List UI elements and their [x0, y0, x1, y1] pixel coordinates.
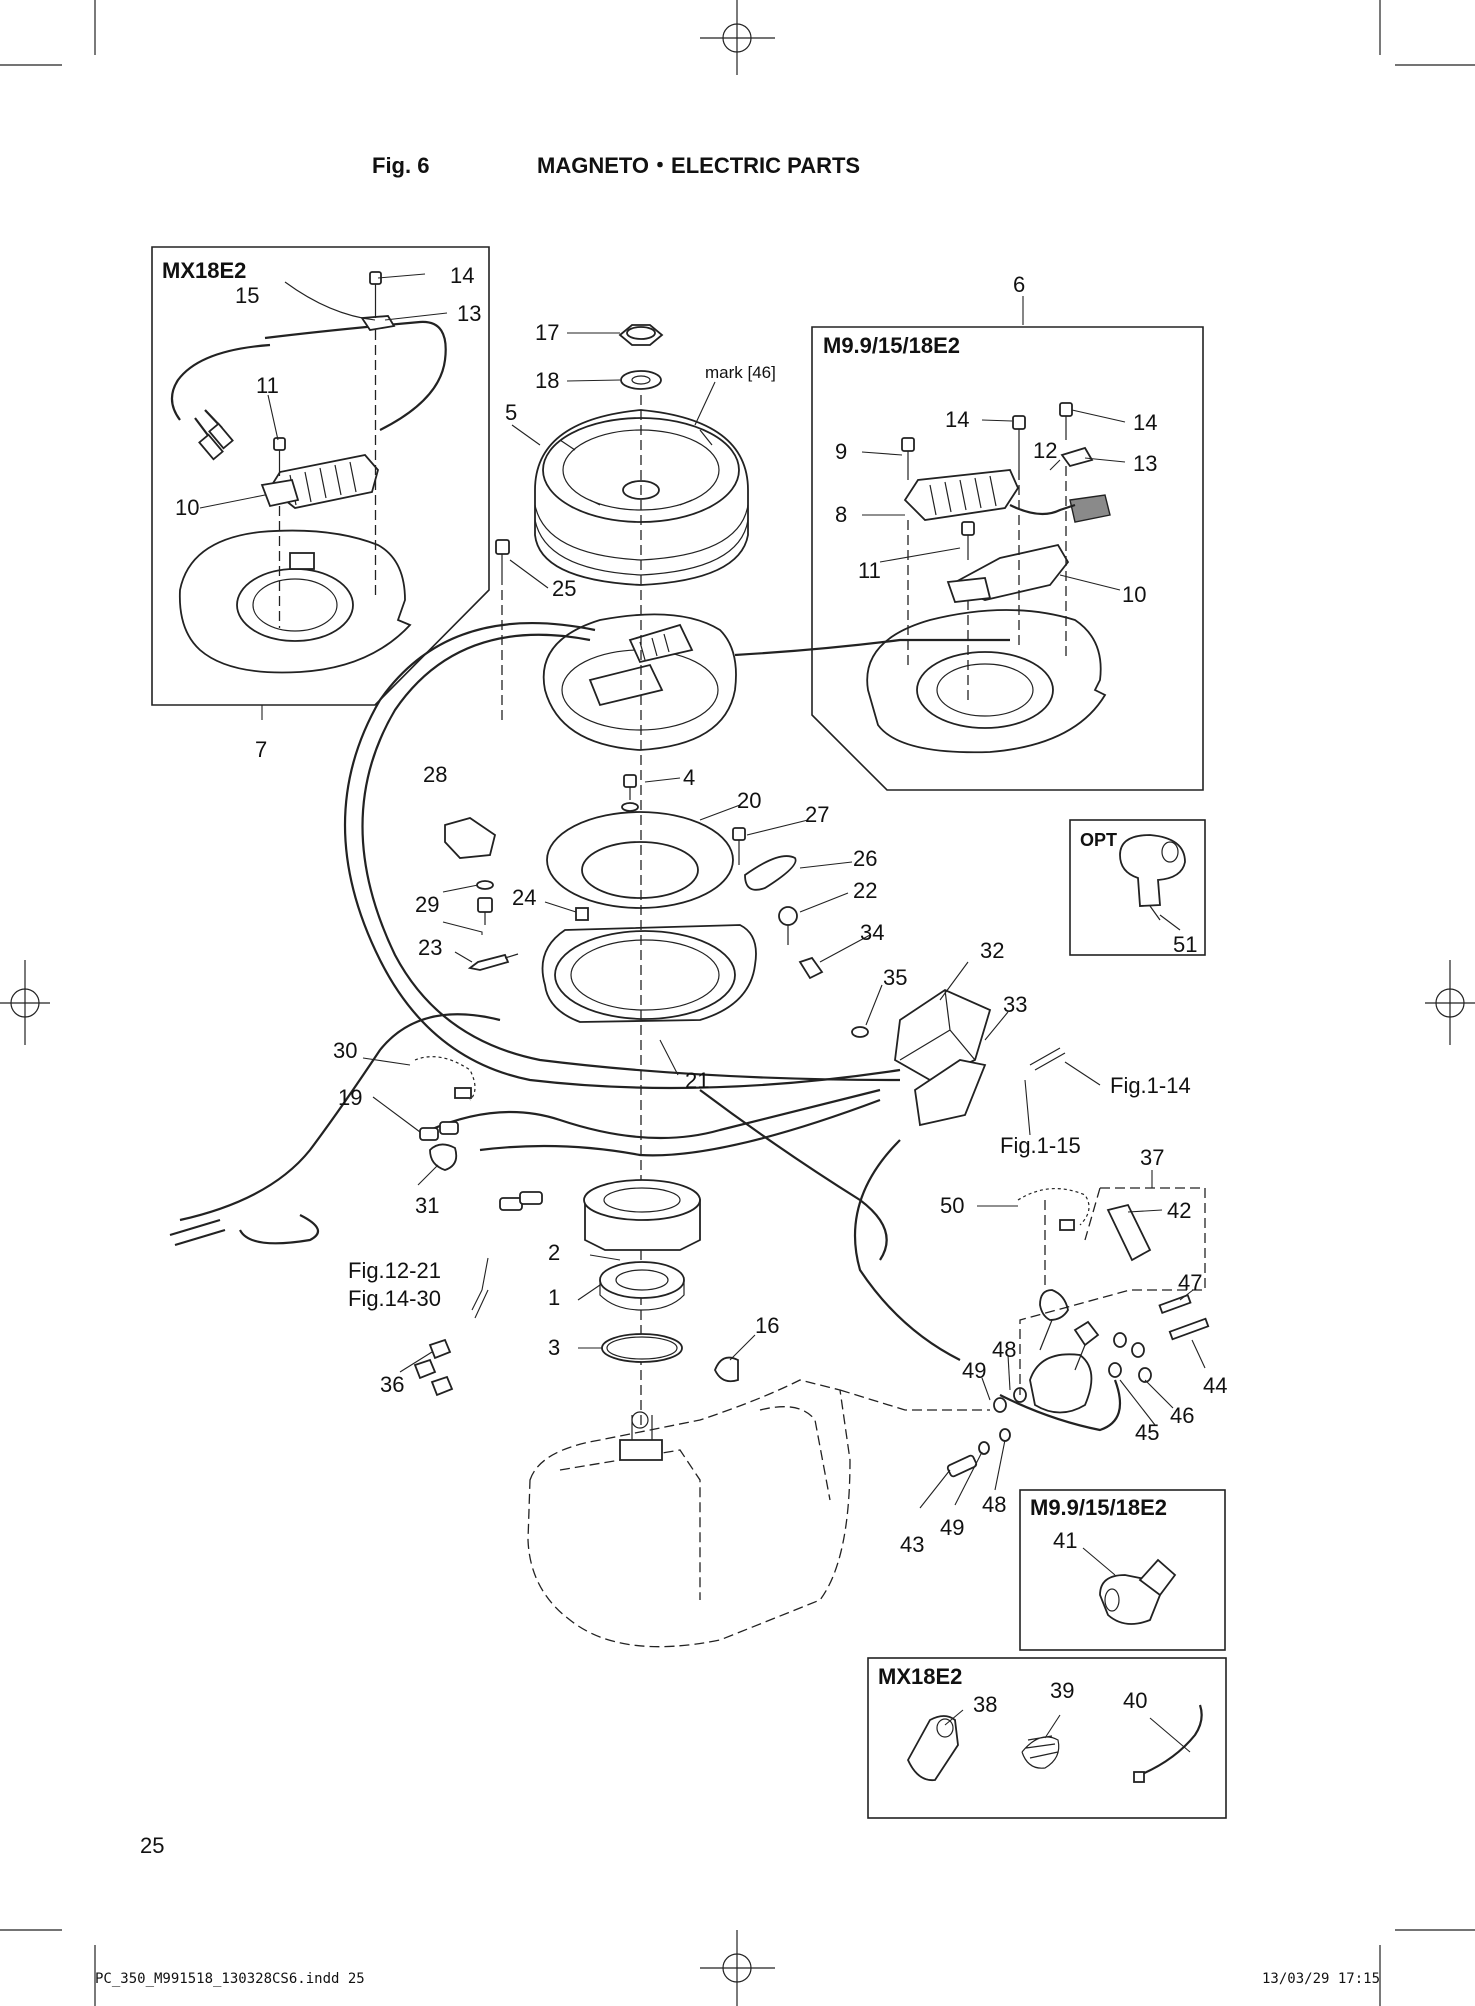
inset-mx18e2-top: MX18E2: [151, 246, 490, 706]
page-title: MAGNETO・ELECTRIC PARTS: [537, 153, 860, 178]
inset-title-opt: OPT: [1080, 830, 1117, 850]
callout-10-m9: 10: [1122, 582, 1146, 607]
inset-mx18e2-bottom: MX18E2: [867, 1657, 1227, 1819]
callout-13-mx18e2: 13: [457, 301, 481, 326]
inset-m9-bottom: M9.9/15/18E2: [1019, 1489, 1226, 1651]
callout-23: 23: [418, 935, 442, 960]
lower-assembly: [527, 1179, 1210, 1648]
inset-m9-top: M9.9/15/18E2: [811, 326, 1204, 791]
callout-7: 7: [255, 737, 267, 762]
callout-11-m9: 11: [858, 558, 881, 583]
wiring: [169, 622, 1122, 1432]
ref-fig-1-14: Fig.1-14: [1110, 1073, 1191, 1098]
footer-timestamp: 13/03/29 17:15: [1262, 1971, 1380, 1987]
callout-43: 43: [900, 1532, 924, 1557]
callout-44: 44: [1203, 1373, 1227, 1398]
callout-12: 12: [1033, 438, 1057, 463]
callout-37: 37: [1140, 1145, 1164, 1170]
callout-46: 46: [1170, 1403, 1194, 1428]
ref-fig-1-15: Fig.1-15: [1000, 1133, 1081, 1158]
callout-4: 4: [683, 765, 695, 790]
callouts: 1 2 3 4 5 6 7 8 9 10 10 11 11 12 13 13 1…: [175, 263, 1227, 1717]
footer-file-name: PC_350_M991518_130328CS6.indd 25: [95, 1971, 365, 1987]
callout-51: 51: [1173, 932, 1197, 957]
callout-42: 42: [1167, 1198, 1191, 1223]
callout-14-m9-left: 14: [945, 407, 969, 432]
callout-11-mx18e2: 11: [256, 373, 279, 398]
callout-5: 5: [505, 400, 517, 425]
callout-18: 18: [535, 368, 559, 393]
page-number: 25: [140, 1833, 164, 1858]
registration-target-top: [700, 0, 775, 75]
callout-41: 41: [1053, 1528, 1077, 1553]
callout-39: 39: [1050, 1678, 1074, 1703]
callout-16: 16: [755, 1313, 779, 1338]
figure-label: Fig. 6: [372, 153, 429, 178]
callout-33: 33: [1003, 992, 1027, 1017]
registration-target-bottom: [700, 1930, 775, 2006]
callout-8: 8: [835, 502, 847, 527]
callout-28: 28: [423, 762, 447, 787]
callout-32: 32: [980, 938, 1004, 963]
callout-49-upper: 49: [962, 1358, 986, 1383]
inset-title-m9-top: M9.9/15/18E2: [823, 333, 960, 358]
inset-title-mx18e2-bottom: MX18E2: [878, 1664, 962, 1689]
callout-38: 38: [973, 1692, 997, 1717]
callout-36: 36: [380, 1372, 404, 1397]
leader-lines: [199, 273, 1206, 1753]
callout-50: 50: [940, 1193, 964, 1218]
callout-30: 30: [333, 1038, 357, 1063]
callout-10-mx18e2: 10: [175, 495, 199, 520]
callout-14-mx18e2: 14: [450, 263, 474, 288]
registration-target-right: [1425, 960, 1475, 1045]
callout-48-upper: 48: [992, 1337, 1016, 1362]
callout-31: 31: [415, 1193, 439, 1218]
main-assembly: [444, 324, 1066, 1430]
callout-15: 15: [235, 283, 259, 308]
mark-note: mark [46]: [705, 363, 776, 382]
callout-27: 27: [805, 802, 829, 827]
callout-21: 21: [685, 1068, 709, 1093]
callout-6: 6: [1013, 272, 1025, 297]
callout-2: 2: [548, 1240, 560, 1265]
callout-47: 47: [1178, 1270, 1202, 1295]
inset-opt: OPT: [1069, 819, 1206, 956]
ref-fig-12-21: Fig.12-21: [348, 1258, 441, 1283]
inset-title-mx18e2-top: MX18E2: [162, 258, 246, 283]
callout-1: 1: [548, 1285, 560, 1310]
inset-title-m9-bottom: M9.9/15/18E2: [1030, 1495, 1167, 1520]
callout-40: 40: [1123, 1688, 1147, 1713]
callout-22: 22: [853, 878, 877, 903]
callout-25: 25: [552, 576, 576, 601]
callout-17: 17: [535, 320, 559, 345]
callout-14-m9-right: 14: [1133, 410, 1157, 435]
callout-48-lower: 48: [982, 1492, 1006, 1517]
callout-29: 29: [415, 892, 439, 917]
callout-45: 45: [1135, 1420, 1159, 1445]
callout-35: 35: [883, 965, 907, 990]
ref-fig-14-30: Fig.14-30: [348, 1286, 441, 1311]
callout-49-lower: 49: [940, 1515, 964, 1540]
callout-13-m9: 13: [1133, 451, 1157, 476]
registration-target-left: [0, 960, 50, 1045]
callout-9: 9: [835, 439, 847, 464]
callout-26: 26: [853, 846, 877, 871]
callout-3: 3: [548, 1335, 560, 1360]
callout-19: 19: [338, 1085, 362, 1110]
callout-34: 34: [860, 920, 884, 945]
callout-24: 24: [512, 885, 536, 910]
callout-20: 20: [737, 788, 761, 813]
